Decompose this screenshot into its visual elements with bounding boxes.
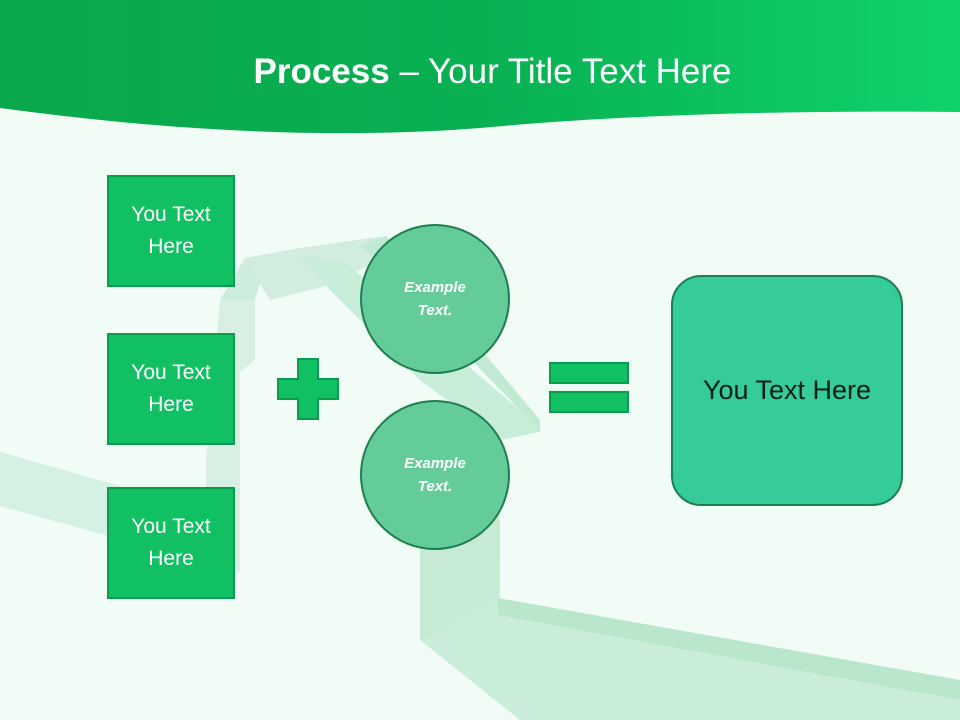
result-box[interactable]: You Text Here (671, 275, 903, 506)
example-circle-1[interactable]: Example Text. (360, 224, 510, 374)
result-label: You Text Here (702, 375, 872, 405)
input-box-2[interactable]: You Text Here (107, 333, 235, 445)
header-band (0, 0, 960, 134)
circle-label: Example Text. (404, 455, 466, 495)
plus-icon (277, 358, 339, 420)
input-box-label: You Text Here (131, 515, 211, 570)
equals-icon (549, 362, 629, 413)
input-box-1[interactable]: You Text Here (107, 175, 235, 287)
title-rest: – Your Title Text Here (389, 52, 732, 91)
input-box-label: You Text Here (131, 361, 211, 416)
example-circle-2[interactable]: Example Text. (360, 400, 510, 550)
title-bold: Process (253, 52, 390, 91)
circle-label: Example Text. (404, 279, 466, 319)
page-title: Process – Your Title Text Here (0, 52, 960, 92)
input-box-3[interactable]: You Text Here (107, 487, 235, 599)
input-box-label: You Text Here (131, 203, 211, 258)
